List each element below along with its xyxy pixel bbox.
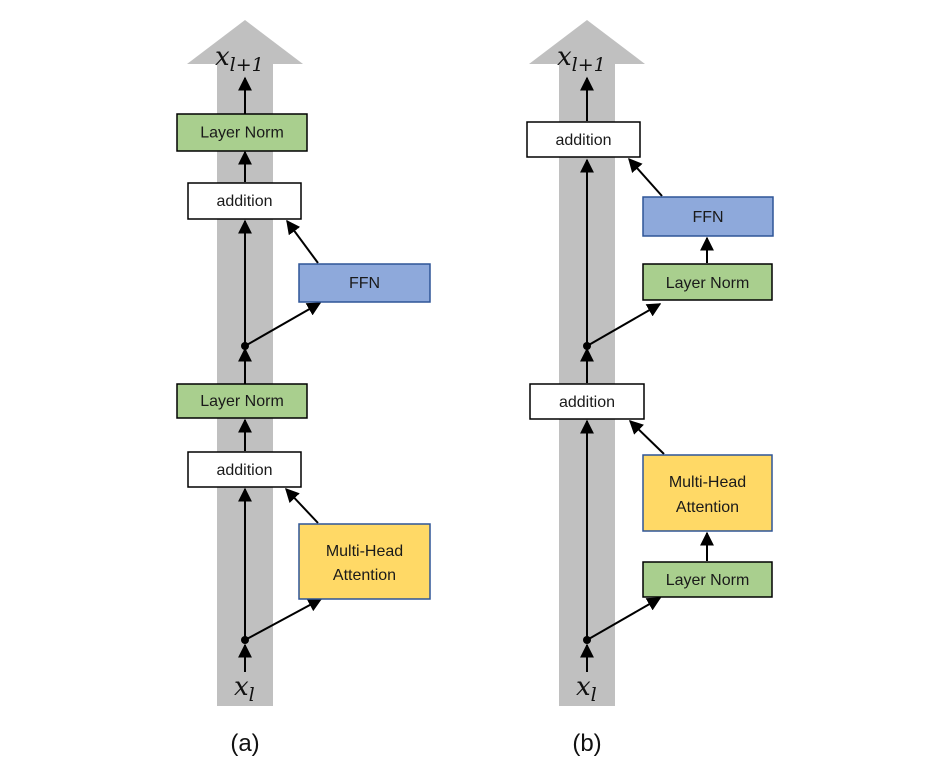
panel-caption-b: (b)	[572, 730, 601, 757]
arrows-b	[580, 76, 714, 672]
attention-box-a: Multi-Head Attention	[298, 523, 431, 600]
output-symbol-b: xl+1	[557, 42, 606, 76]
input-symbol-b: xl	[576, 672, 597, 706]
svg-text:Multi-Head: Multi-Head	[326, 543, 403, 560]
attention-box-b: Multi-Head Attention	[642, 454, 773, 532]
svg-text:Layer Norm: Layer Norm	[666, 572, 750, 589]
svg-text:addition: addition	[555, 132, 611, 149]
svg-text:Layer Norm: Layer Norm	[200, 125, 284, 142]
svg-text:Attention: Attention	[333, 567, 396, 584]
addition-top-box-b: addition	[526, 121, 641, 158]
output-symbol-a: xl+1	[215, 42, 264, 76]
svg-text:Layer Norm: Layer Norm	[666, 275, 750, 292]
branch-dot	[583, 342, 591, 350]
svg-text:Layer Norm: Layer Norm	[200, 393, 284, 410]
svg-text:FFN: FFN	[692, 209, 723, 226]
branch-dot	[241, 636, 249, 644]
arrows-a	[238, 76, 323, 672]
svg-text:addition: addition	[216, 462, 272, 479]
panel-b: addition FFN Layer Norm addition Multi-H…	[526, 20, 774, 757]
addition-bottom-box-b: addition	[529, 383, 645, 420]
branch-dot	[241, 342, 249, 350]
panel-a: Layer Norm addition FFN Layer Norm addit…	[176, 20, 431, 757]
svg-text:FFN: FFN	[349, 275, 380, 292]
layer-norm-attention-box-b: Layer Norm	[642, 561, 773, 598]
layer-norm-top-box-a: Layer Norm	[176, 113, 308, 152]
branch-dot	[583, 636, 591, 644]
svg-text:Multi-Head: Multi-Head	[669, 474, 746, 491]
ffn-box-a: FFN	[298, 263, 431, 303]
svg-text:addition: addition	[559, 394, 615, 411]
input-symbol-a: xl	[234, 672, 255, 706]
svg-text:Attention: Attention	[676, 499, 739, 516]
panel-caption-a: (a)	[230, 730, 259, 757]
layer-norm-mid-box-a: Layer Norm	[176, 383, 308, 419]
layer-norm-ffn-box-b: Layer Norm	[642, 263, 773, 301]
svg-text:addition: addition	[216, 193, 272, 210]
addition-top-box-a: addition	[187, 182, 302, 220]
addition-bottom-box-a: addition	[187, 451, 302, 488]
ffn-box-b: FFN	[642, 196, 774, 237]
